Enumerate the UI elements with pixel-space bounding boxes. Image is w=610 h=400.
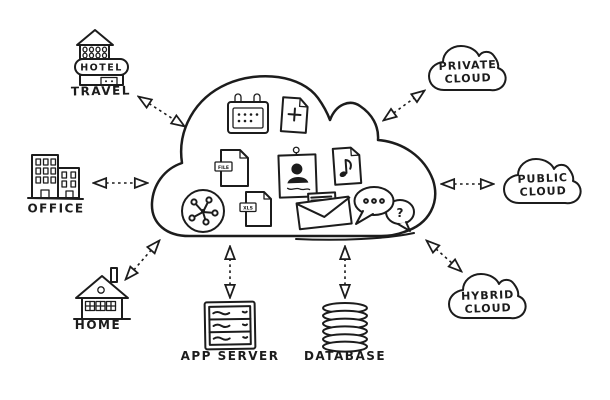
arrow-hotel-cloud: [139, 97, 184, 126]
node-home: HOME: [73, 267, 131, 332]
database-label: DATABASE: [304, 349, 386, 363]
private-cloud-label-2: CLOUD: [444, 71, 492, 86]
cloud-icons: FILE: [181, 93, 415, 233]
connections: [94, 91, 493, 297]
home-windows: [84, 300, 117, 312]
hybrid-cloud-label-1: HYBRID: [461, 288, 515, 303]
music-file-icon: [331, 146, 363, 186]
node-hotel-travel: HOTEL TRAVEL: [71, 29, 131, 99]
mail-envelope-icon: [295, 191, 353, 231]
office-windows: [35, 158, 77, 199]
home-label: HOME: [75, 318, 121, 332]
xls-label: XLS: [243, 206, 253, 212]
public-cloud-label-2: CLOUD: [519, 184, 567, 199]
database-disks-icon: [322, 302, 368, 353]
question-mark: ?: [397, 206, 404, 220]
hybrid-cloud-label-2: CLOUD: [464, 301, 512, 316]
file-document-icon: FILE: [214, 149, 249, 187]
node-database: DATABASE: [304, 302, 386, 363]
node-hybrid-cloud: HYBRID CLOUD: [448, 273, 527, 320]
typing-dots-icon: [363, 198, 385, 204]
arrow-hybrid-cloud: [427, 241, 461, 271]
new-document-icon: [279, 96, 309, 134]
server-inner-frame: [208, 305, 252, 346]
chat-bubbles-icon: ?: [353, 186, 415, 232]
contact-photo-icon: [277, 146, 318, 199]
office-label: OFFICE: [27, 202, 84, 216]
server-slot-scribbles: [212, 310, 249, 341]
home-round-window: [97, 286, 105, 294]
app-server-label: APP SERVER: [181, 349, 280, 363]
arrow-home-cloud: [126, 241, 159, 279]
node-public-cloud: PUBLIC CLOUD: [503, 158, 582, 205]
calendar-icon: [227, 93, 269, 134]
cloud-bottom-overlap-stroke: [295, 232, 415, 241]
travel-label: TRAVEL: [71, 83, 131, 98]
hotel-door: [100, 76, 118, 86]
network-share-icon: [181, 189, 225, 233]
hotel-roof: [76, 29, 114, 46]
hotel-windows: [82, 46, 108, 59]
arrow-private-cloud: [384, 91, 424, 120]
hotel-sign-label: HOTEL: [80, 63, 123, 74]
spreadsheet-document-icon: XLS: [239, 191, 272, 227]
file-label: FILE: [218, 165, 229, 171]
home-chimney: [110, 267, 118, 283]
node-app-server: APP SERVER: [181, 300, 280, 363]
public-cloud-label-1: PUBLIC: [517, 171, 568, 186]
node-office: OFFICE: [27, 154, 84, 216]
private-cloud-label-1: PRIVATE: [438, 58, 496, 73]
node-private-cloud: PRIVATE CLOUD: [428, 45, 507, 92]
office-ground-line: [27, 197, 84, 200]
